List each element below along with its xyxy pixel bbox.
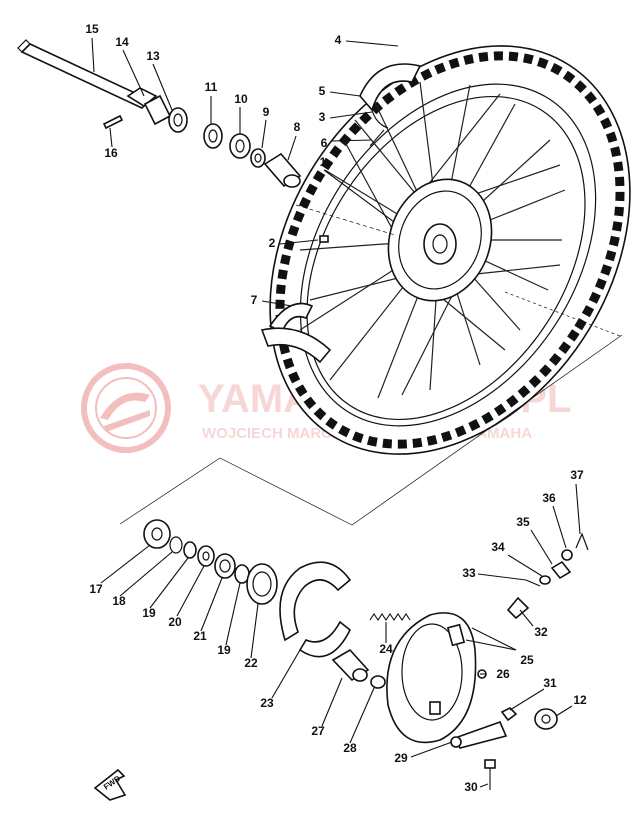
- callout-13: 13: [146, 49, 160, 63]
- cam-lever: [453, 720, 508, 749]
- callout-15: 15: [85, 22, 99, 36]
- callout-7: 7: [251, 293, 258, 307]
- callout-11: 11: [205, 80, 218, 94]
- callout-29: 29: [394, 751, 408, 765]
- callout-21: 21: [193, 629, 207, 643]
- callout-27: 27: [311, 724, 325, 738]
- callout-labels: 15 14 13 16 11 10 9 8 1 2 3 4 5 6 7 17 1…: [85, 22, 587, 794]
- callout-1: 1: [320, 155, 327, 169]
- callout-4: 4: [335, 33, 342, 47]
- brake-assembly: FWD: [93, 519, 589, 801]
- rim: [299, 83, 597, 427]
- axle-assembly: [17, 39, 302, 188]
- callout-20: 20: [168, 615, 182, 629]
- callout-19b: 19: [217, 643, 231, 657]
- callout-10: 10: [234, 92, 248, 106]
- callout-37: 37: [570, 468, 584, 482]
- callout-12: 12: [573, 693, 587, 707]
- callout-17: 17: [89, 582, 103, 596]
- tube: [359, 63, 422, 112]
- callout-9: 9: [263, 105, 270, 119]
- watermark-logo-icon: [81, 363, 171, 453]
- grouping-lines: [119, 204, 623, 526]
- callout-32: 32: [534, 625, 548, 639]
- callout-34: 34: [491, 540, 505, 554]
- callout-25: 25: [520, 653, 534, 667]
- brake-shoes: [279, 561, 352, 642]
- callout-2: 2: [269, 236, 276, 250]
- callout-3: 3: [319, 110, 326, 124]
- callout-35: 35: [516, 515, 530, 529]
- callout-19a: 19: [142, 606, 156, 620]
- callout-18: 18: [112, 594, 126, 608]
- leader-lines: [91, 37, 581, 788]
- callout-23: 23: [260, 696, 274, 710]
- callout-30: 30: [464, 780, 478, 794]
- callout-14: 14: [115, 35, 129, 49]
- callout-33: 33: [462, 566, 476, 580]
- callout-31: 31: [543, 676, 557, 690]
- callout-8: 8: [294, 120, 301, 134]
- callout-6: 6: [321, 136, 328, 150]
- callout-22: 22: [244, 656, 258, 670]
- callout-16: 16: [104, 146, 118, 160]
- callout-26: 26: [496, 667, 510, 681]
- callout-36: 36: [542, 491, 556, 505]
- callout-5: 5: [319, 84, 326, 98]
- callout-24: 24: [379, 642, 393, 656]
- forward-direction-arrow-icon: FWD: [93, 768, 127, 801]
- wheel-assembly: [260, 45, 631, 455]
- callout-28: 28: [343, 741, 357, 755]
